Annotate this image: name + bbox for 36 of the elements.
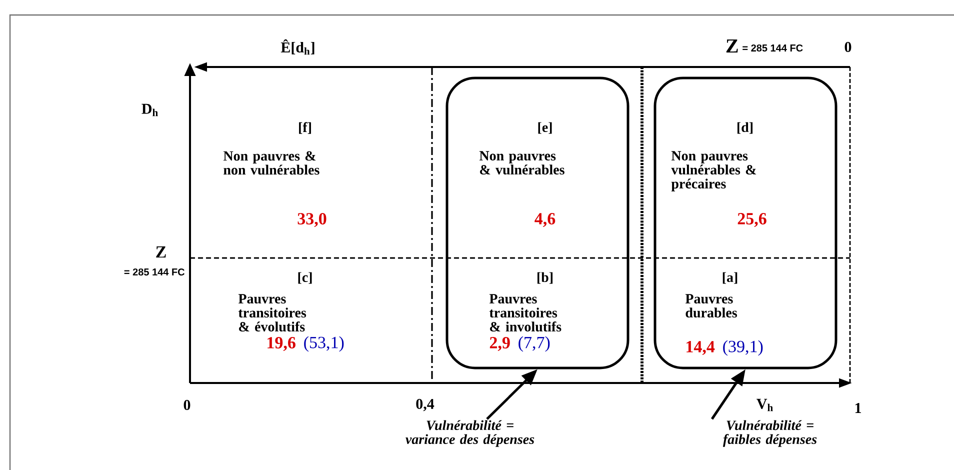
- percentage-value: 4,6: [534, 213, 556, 227]
- cell-letter: [f]: [299, 122, 311, 134]
- tick-label: 0: [844, 42, 852, 52]
- share-value: (7,7): [518, 336, 550, 352]
- cell-description: Non pauvres & non vulnérables: [223, 151, 320, 175]
- cell-description: Pauvres transitoires & involutifs: [489, 294, 562, 332]
- tick-label: 0: [184, 400, 190, 410]
- cell-description: Non pauvres & vulnérables: [479, 151, 564, 175]
- rounded-box: [446, 76, 630, 370]
- threshold-value: = 285 144 FC: [124, 268, 185, 276]
- cell-letter: [c]: [298, 272, 312, 284]
- axis-label: Ê[d$_{h}$]: [280, 39, 314, 55]
- percentage-value: 25,6: [738, 213, 766, 227]
- percentage-value: 2,9: [490, 337, 510, 351]
- cell-letter: [d]: [737, 122, 753, 134]
- rounded-box: [654, 76, 838, 370]
- threshold-value: = 285 144 FC: [742, 44, 803, 52]
- cell-description: Pauvres durables: [685, 294, 737, 318]
- cell-letter: [a]: [722, 272, 738, 284]
- annotation-text: Vulnérabilité = faibles dépenses: [722, 420, 817, 447]
- percentage-value: 19,6: [268, 337, 296, 351]
- cell-description: Pauvres transitoires & évolutifs: [238, 294, 306, 332]
- cell-letter: [b]: [537, 272, 553, 284]
- annotation-text: Vulnérabilité = variance des dépenses: [406, 420, 534, 447]
- percentage-value: 14,4: [686, 341, 715, 355]
- tick-label: 1: [855, 403, 861, 413]
- percentage-value: 33,0: [298, 213, 326, 227]
- cell-letter: [e]: [538, 122, 552, 134]
- axis-label: V$_{h}$: [756, 398, 773, 412]
- share-value: (39,1): [723, 340, 763, 356]
- share-value: (53,1): [304, 336, 344, 352]
- cell-description: Non pauvres vulnérables & précaires: [671, 151, 756, 192]
- tick-label: 0,4: [416, 398, 434, 412]
- axis-label: Z: [156, 246, 166, 258]
- axis-label: Z: [726, 39, 738, 53]
- axis-label: D$_{h}$: [142, 104, 158, 116]
